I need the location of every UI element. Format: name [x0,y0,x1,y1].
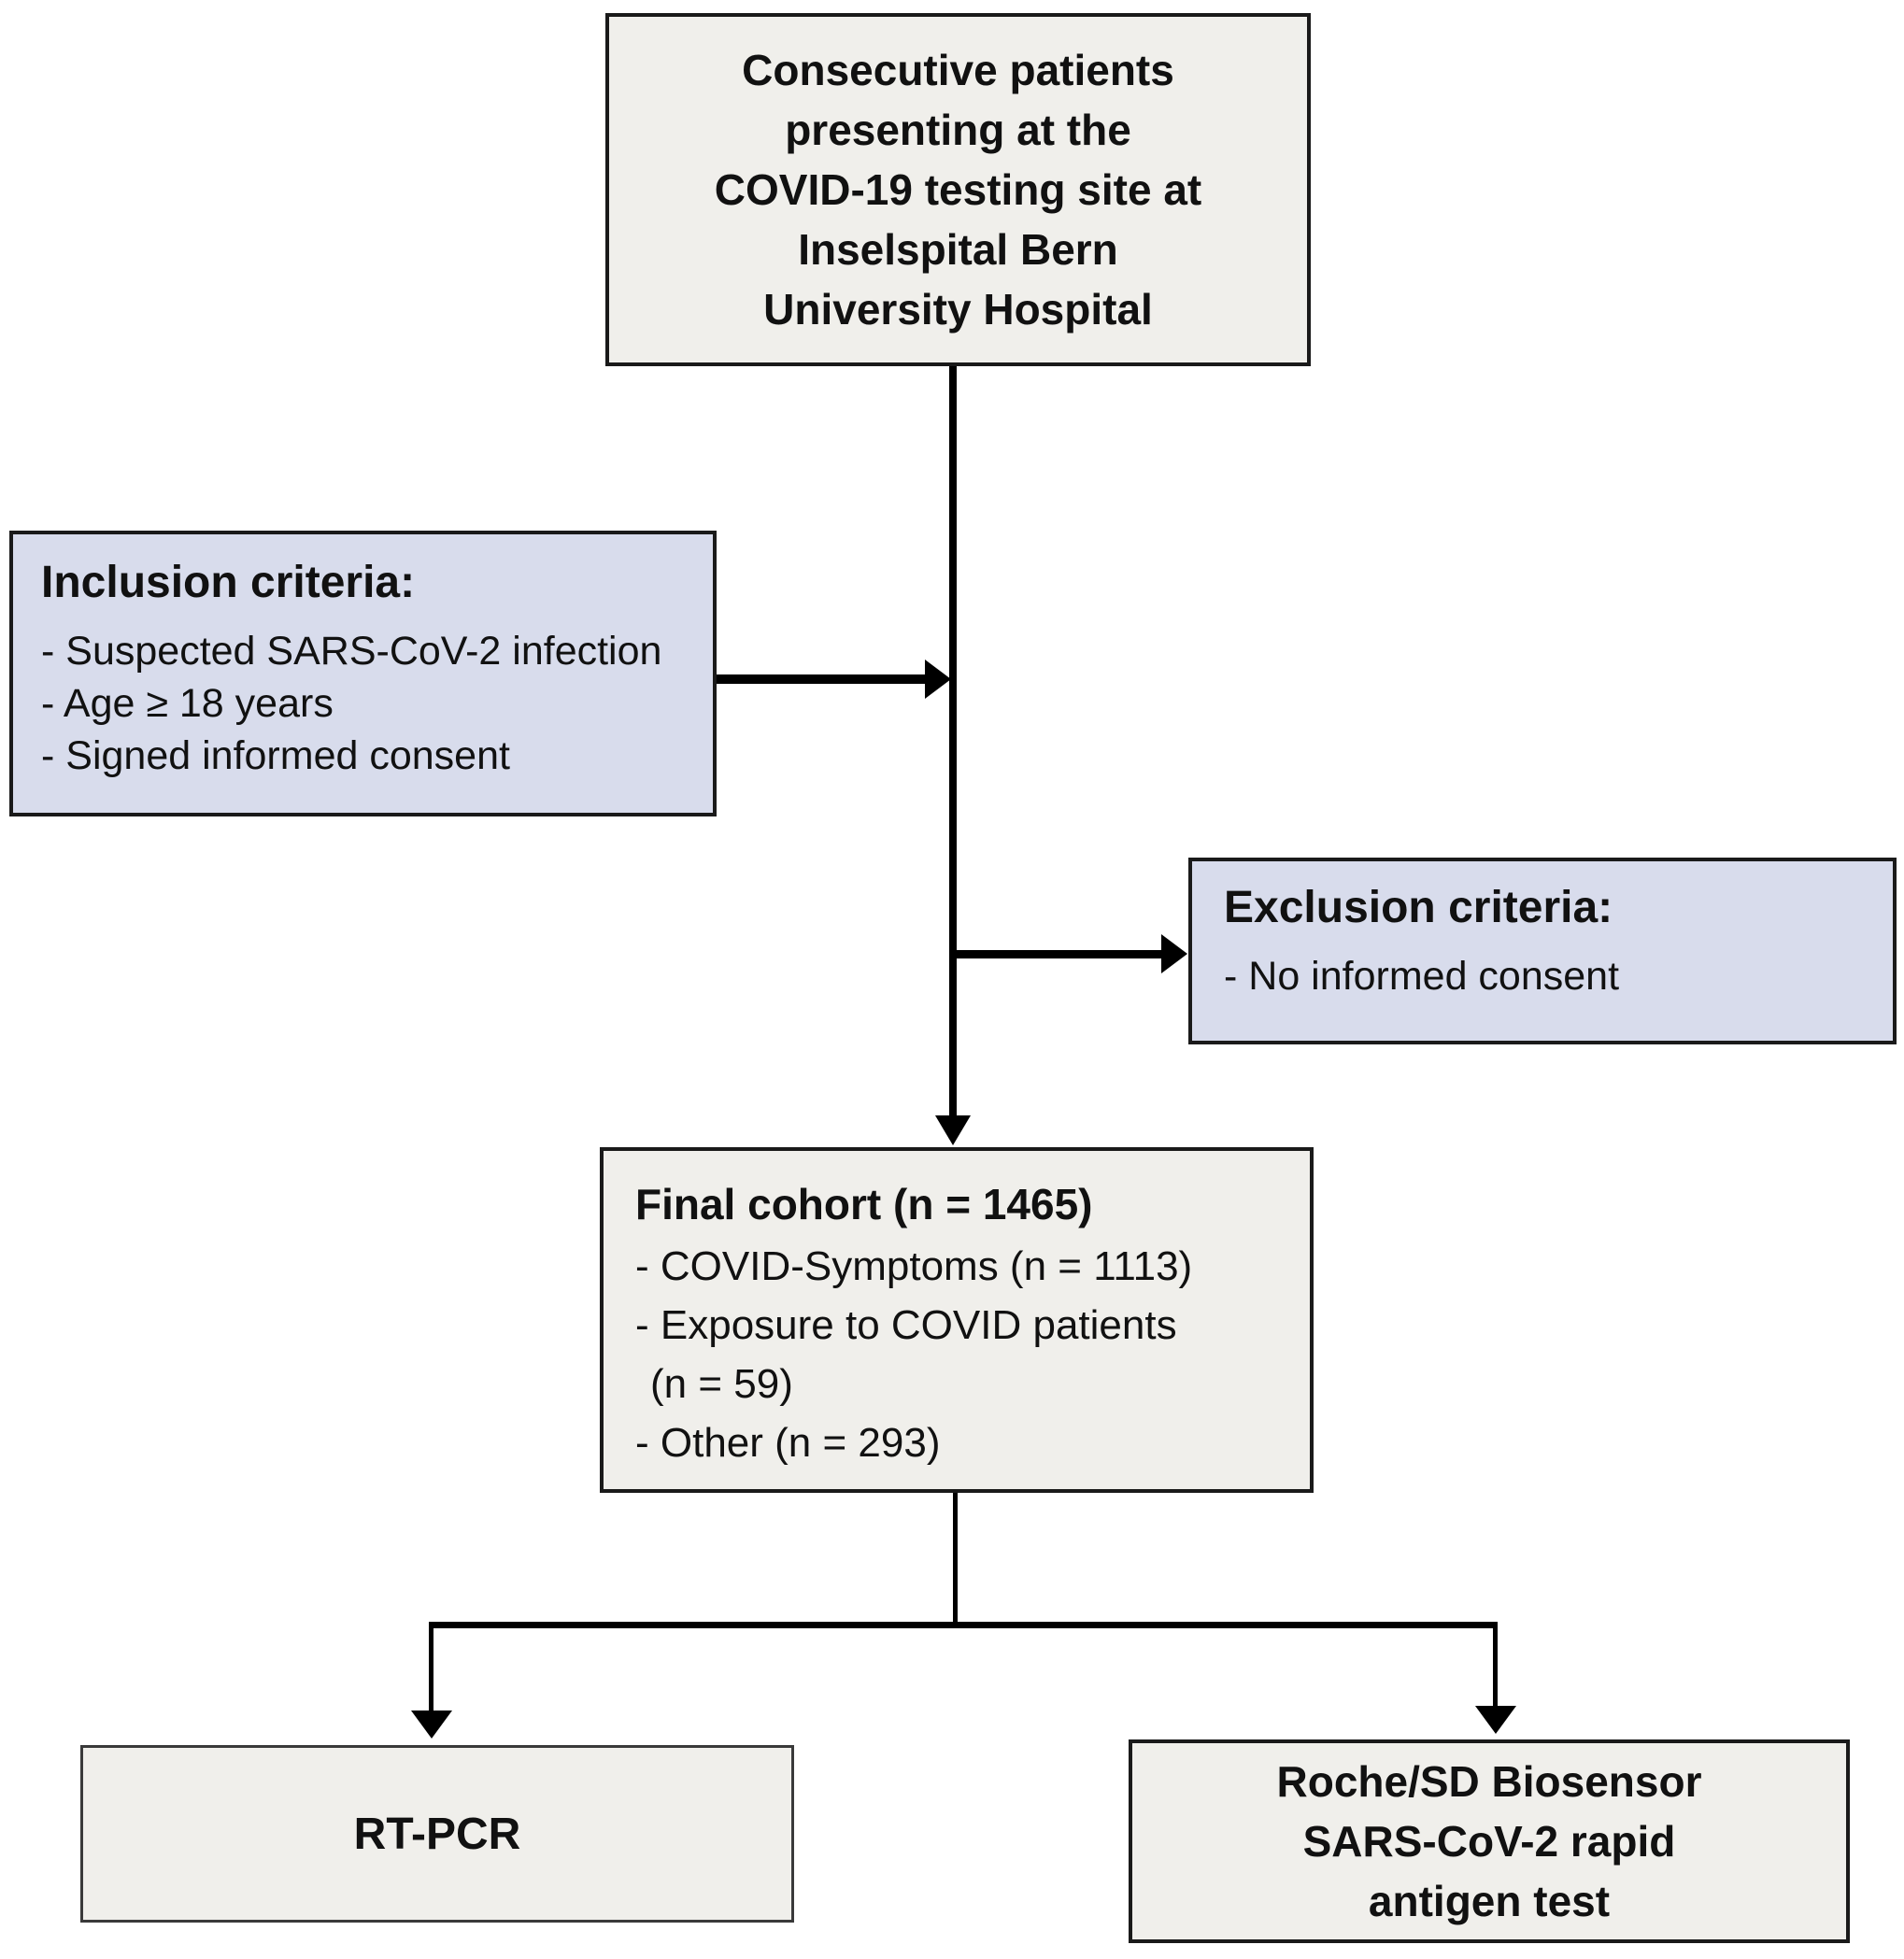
connector-branch-horizontal [429,1622,1498,1628]
final-cohort-line: - Exposure to COVID patients [635,1302,1177,1348]
node-rt-pcr: RT-PCR [80,1745,794,1923]
rt-pcr-label: RT-PCR [353,1809,521,1859]
arrowhead-into-rtpcr [411,1711,452,1739]
connector-main-vertical [949,366,957,1115]
antigen-text-line: Roche/SD Biosensor [1276,1757,1702,1806]
node-inclusion-criteria: Inclusion criteria: - Suspected SARS-CoV… [9,531,717,816]
final-cohort-line: - Other (n = 293) [635,1420,941,1466]
recruitment-text-line: University Hospital [763,285,1153,334]
connector-inclusion-horizontal [717,674,927,684]
connector-exclusion-horizontal [953,950,1163,958]
inclusion-item: - Signed informed consent [41,733,510,778]
connector-left-drop [429,1622,433,1712]
arrowhead-into-final-cohort [935,1115,971,1145]
exclusion-title: Exclusion criteria: [1224,883,1613,932]
node-final-cohort: Final cohort (n = 1465) - COVID-Symptoms… [600,1147,1314,1493]
final-cohort-line: - COVID-Symptoms (n = 1113) [635,1243,1193,1289]
recruitment-text-line: presenting at the [785,106,1131,154]
antigen-text-line: antigen test [1368,1877,1611,1925]
connector-right-drop [1493,1622,1498,1708]
final-cohort-title: Final cohort (n = 1465) [635,1180,1093,1228]
inclusion-title: Inclusion criteria: [41,558,416,607]
antigen-text-line: SARS-CoV-2 rapid [1302,1817,1676,1866]
recruitment-text-line: Inselspital Bern [798,225,1118,274]
exclusion-item: - No informed consent [1224,954,1620,999]
node-exclusion-criteria: Exclusion criteria: - No informed consen… [1188,858,1897,1044]
node-recruitment: Consecutive patients presenting at the C… [605,13,1311,366]
inclusion-item: - Age ≥ 18 years [41,681,334,726]
recruitment-text-line: Consecutive patients [742,46,1174,94]
arrowhead-from-inclusion [925,660,951,699]
node-antigen-test: Roche/SD Biosensor SARS-CoV-2 rapid anti… [1129,1739,1850,1943]
inclusion-item: - Suspected SARS-CoV-2 infection [41,629,662,674]
arrowhead-into-antigen [1475,1706,1516,1734]
recruitment-text-line: COVID-19 testing site at [714,165,1202,214]
connector-cohort-drop [953,1493,958,1625]
arrowhead-into-exclusion [1161,934,1187,973]
final-cohort-line: (n = 59) [650,1361,793,1407]
